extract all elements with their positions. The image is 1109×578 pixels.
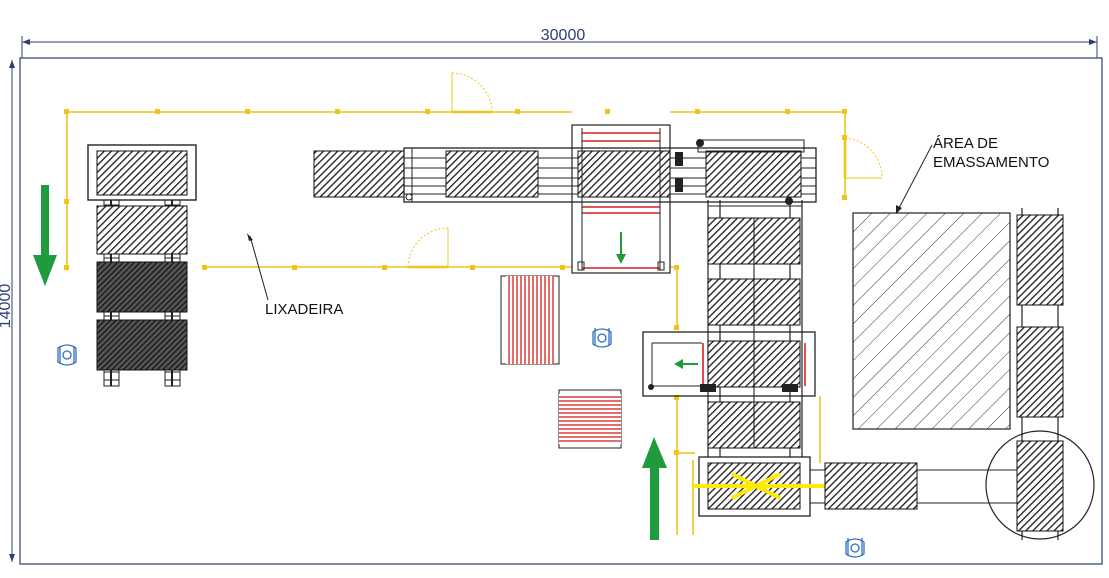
width-dimension: 30000: [21, 27, 1098, 58]
door-swing-mid: [407, 227, 449, 269]
right-vertical-conveyor: [985, 208, 1095, 540]
flow-arrow-icon: [674, 359, 698, 369]
transfer-station-top: [571, 124, 671, 274]
turntable: [985, 430, 1095, 540]
flow-arrow-icon: [616, 232, 626, 264]
height-dimension: 14000: [0, 60, 15, 562]
puttying-area-label-line1: ÁREA DE: [933, 135, 998, 152]
bottom-station: [693, 456, 826, 517]
cross-transfer-box: [642, 331, 816, 397]
door-swing-top: [451, 72, 493, 114]
left-table: [87, 144, 197, 201]
puttying-area-label-line2: EMASSAMENTO: [933, 154, 1049, 171]
operator-icon: [57, 344, 77, 366]
sanding-label: LIXADEIRA: [247, 233, 343, 318]
building-outline: [19, 57, 1103, 565]
flow-arrow-icon: [33, 185, 57, 286]
red-stack-lower: [558, 389, 622, 449]
left-vertical-conveyor: [96, 195, 188, 387]
center-vertical-conveyor: [707, 200, 803, 462]
door-swing-right: [843, 137, 883, 179]
operator-icon: [592, 328, 612, 348]
sanding-machine-line: [313, 139, 817, 205]
bottom-right-conveyor: [810, 462, 1025, 510]
height-dimension-label: 14000: [0, 284, 14, 329]
fence-posts: [64, 109, 847, 455]
red-stack-upper: [500, 275, 560, 365]
sanding-label-text: LIXADEIRA: [265, 301, 343, 318]
operator-icon: [845, 538, 865, 558]
puttying-area: [852, 212, 1011, 430]
width-dimension-label: 30000: [541, 27, 586, 44]
flow-arrow-icon: [642, 437, 667, 540]
puttying-area-label: ÁREA DE EMASSAMENTO: [896, 135, 1049, 214]
